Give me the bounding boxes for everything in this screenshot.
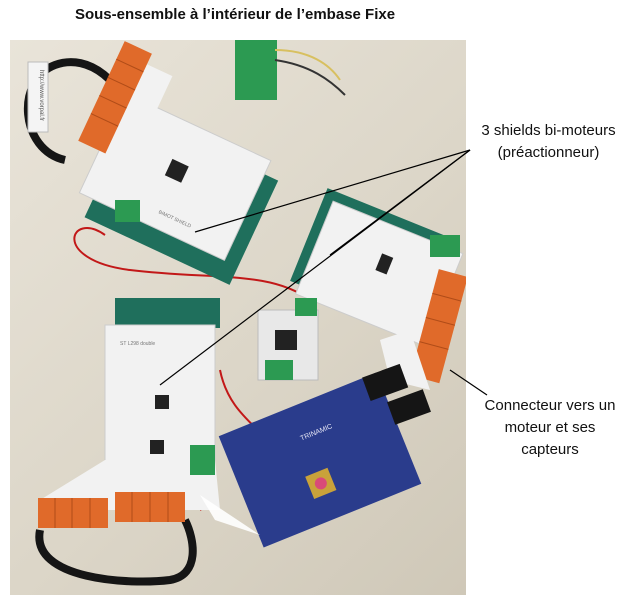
terminal-block	[265, 360, 293, 380]
shield-board-1: BIMOT SHIELD	[78, 52, 279, 285]
chip	[155, 395, 169, 409]
chip	[275, 330, 297, 350]
callout-text: 3 shields bi-moteurs	[481, 122, 616, 139]
shields-callout: 3 shields bi-moteurs (préactionneur)	[466, 120, 630, 164]
callout-text: capteurs	[521, 441, 579, 458]
board-label: ST L298 double	[120, 341, 155, 347]
arduino-board	[115, 298, 220, 328]
callout-text: moteur et ses	[504, 419, 596, 436]
hardware-photo: http://www.vorpal.fr BIMOT SHIELD	[10, 40, 466, 595]
orange-connector-top	[78, 41, 152, 154]
callout-text: Connecteur vers un	[484, 397, 616, 414]
connector-callout: Connecteur vers un moteur et ses capteur…	[470, 395, 630, 461]
chip	[164, 158, 189, 183]
page-title: Sous-ensemble à l’intérieur de l’embase …	[74, 6, 396, 23]
arrow-line	[449, 369, 488, 396]
chip	[150, 440, 164, 454]
connector-plug	[387, 389, 431, 425]
orange-connector-bottom	[38, 498, 108, 528]
sticker	[27, 61, 49, 133]
terminal-block	[115, 200, 140, 222]
terminal-block	[190, 445, 215, 475]
chip	[375, 253, 394, 275]
arrow-line	[159, 149, 471, 386]
sticker-text: http://www.vorpal.fr	[38, 70, 44, 121]
terminal-block	[295, 298, 317, 316]
photo-illustration: http://www.vorpal.fr BIMOT SHIELD	[23, 40, 466, 586]
connector-plug	[362, 363, 409, 402]
red-wire	[73, 227, 311, 301]
green-connector-top	[235, 40, 277, 100]
shield-board-2	[290, 188, 464, 347]
arrow-line	[194, 149, 471, 233]
black-cable-bottom	[35, 518, 197, 586]
blue-controller-board: TRINAMIC	[218, 372, 422, 548]
callout-text: (préactionneur)	[497, 144, 600, 161]
orange-connector-right	[410, 269, 466, 384]
terminal-block	[430, 235, 460, 257]
connector-highlight	[200, 495, 260, 535]
